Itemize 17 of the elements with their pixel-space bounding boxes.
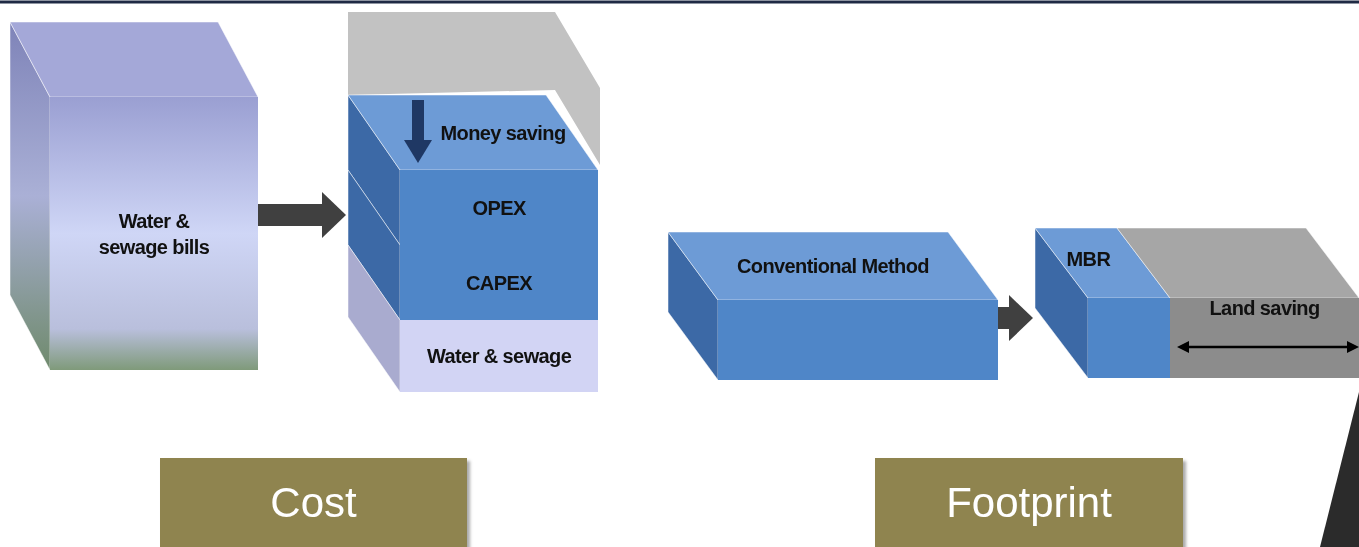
3d-block: [400, 170, 598, 245]
block-label: MBR: [1066, 247, 1111, 272]
block-label: Water & sewage: [427, 344, 572, 369]
3d-block: [348, 95, 598, 170]
category-banner: Cost: [160, 458, 467, 547]
block-label: Water & sewage bills: [97, 208, 211, 260]
block-label: CAPEX: [466, 270, 532, 296]
block-label: OPEX: [472, 195, 526, 221]
block-label: Land saving: [1209, 296, 1320, 321]
3d-block: [400, 245, 598, 320]
3d-block: [1170, 298, 1359, 378]
block-label: Conventional Method: [737, 254, 929, 279]
3d-block: [400, 320, 598, 392]
block-label: Money saving: [440, 120, 566, 146]
block-arrow: [998, 295, 1033, 341]
block-arrow: [258, 192, 346, 238]
category-banner: Footprint: [875, 458, 1183, 547]
